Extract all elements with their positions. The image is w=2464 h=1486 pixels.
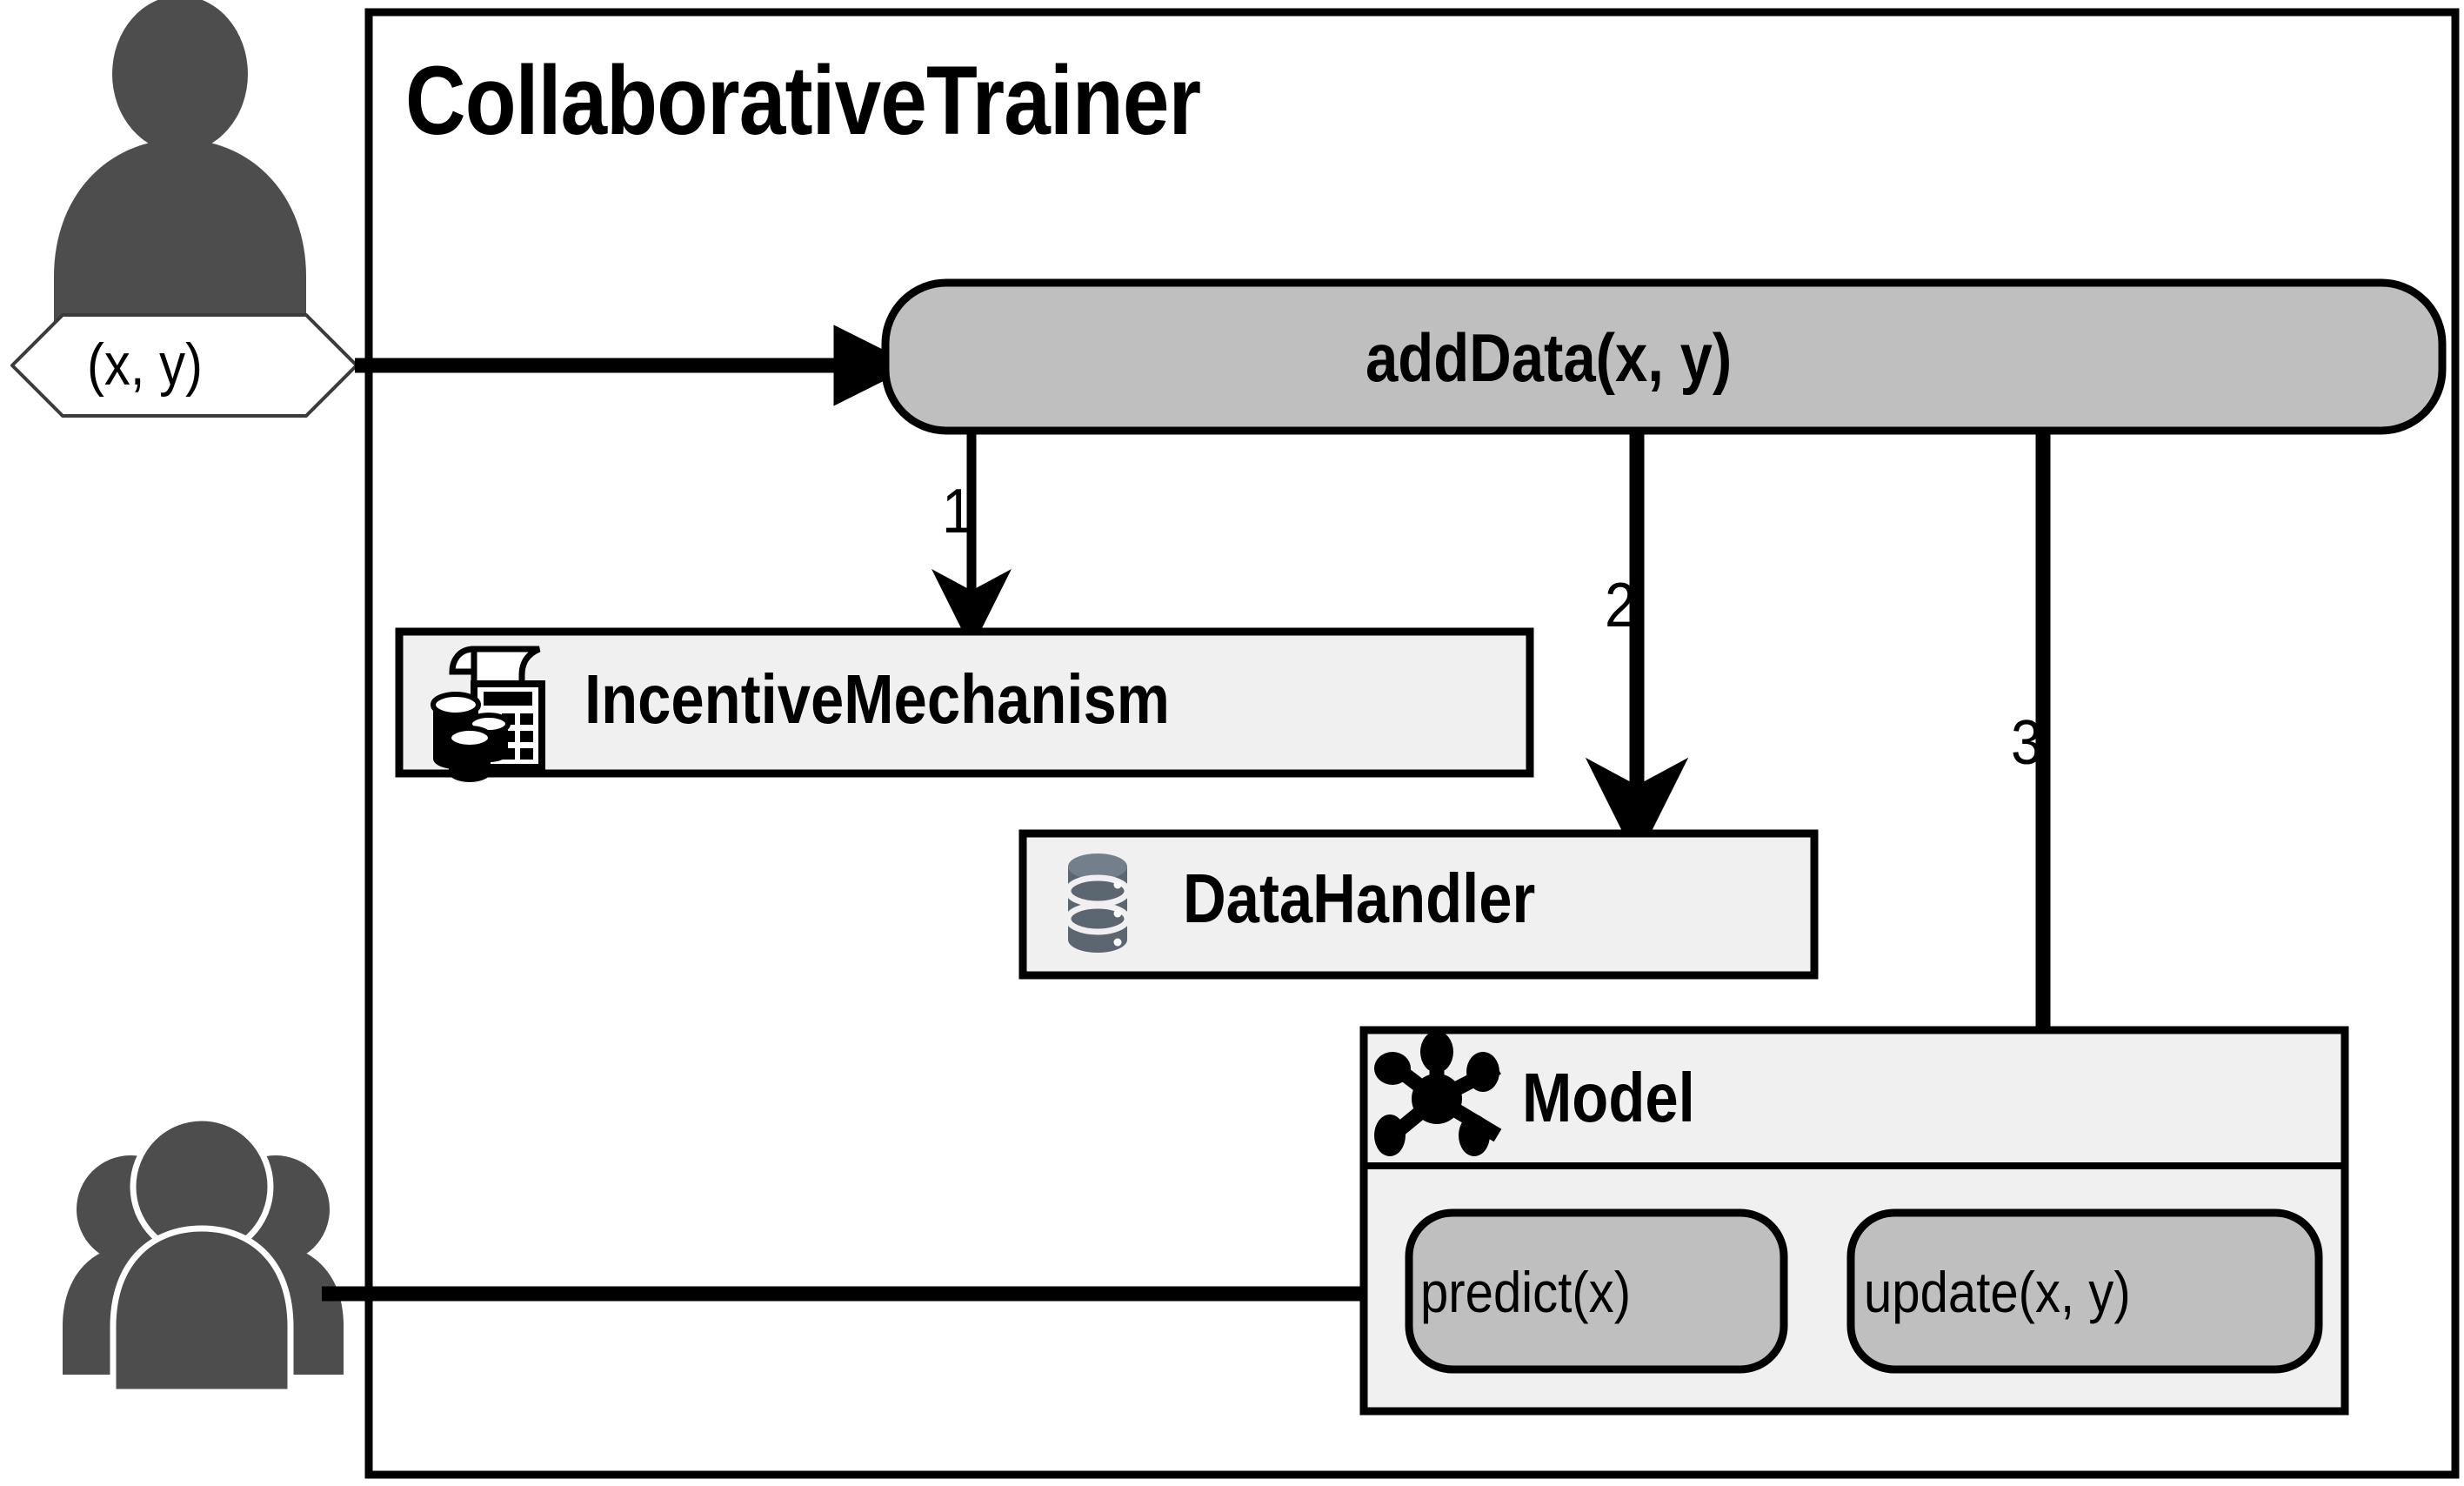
update-method-node[interactable]	[1846, 1208, 2323, 1374]
database-cylinder-icon	[1065, 853, 1131, 953]
model-label: Model	[1522, 1059, 1695, 1136]
adddata-node[interactable]	[881, 278, 2447, 435]
adddata-label: addData(x, y)	[1366, 319, 1733, 396]
xy-annotation-label: (x, y)	[87, 331, 203, 398]
data-handler-node[interactable]	[1018, 829, 1819, 980]
group-of-people-icon	[63, 1114, 344, 1396]
single-person-icon	[54, 0, 306, 324]
step-label-3: 3	[2011, 708, 2043, 778]
calculator-coins-icon	[431, 646, 545, 782]
incentive-mechanism-label: IncentiveMechanism	[584, 660, 1170, 738]
xy-annotation-hexagon	[10, 313, 358, 418]
network-nodes-icon	[1374, 1031, 1502, 1156]
step-label-2: 2	[1605, 571, 1637, 640]
predict-method-node[interactable]	[1405, 1208, 1788, 1374]
update-method-label: update(x, y)	[1864, 1260, 2131, 1324]
incentive-mechanism-node[interactable]	[395, 627, 1534, 778]
page-title: CollaborativeTrainer	[405, 46, 1201, 155]
step-label-1: 1	[942, 477, 974, 546]
predict-method-label: predict(x)	[1420, 1260, 1632, 1324]
data-handler-label: DataHandler	[1183, 860, 1536, 937]
